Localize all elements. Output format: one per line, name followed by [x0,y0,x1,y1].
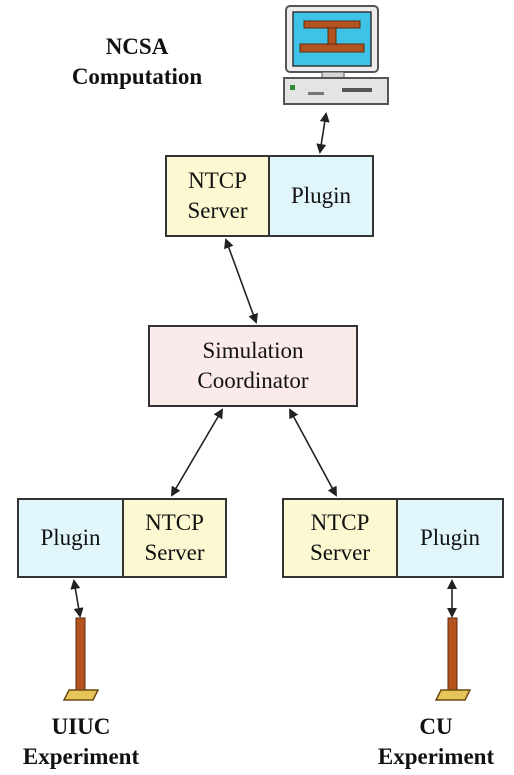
ncsa-computation-label: NCSA Computation [71,34,203,89]
arrow-server-to-coordinator [224,238,258,324]
cu-specimen-column-icon [434,617,472,701]
uiuc-specimen-column-icon [62,617,100,701]
top-plugin-box: Plugin [268,155,374,237]
arrow-computer-to-plugin [316,112,330,154]
left-ntcp-server-box: NTCP Server [122,498,227,578]
arrow-coordinator-to-left [170,408,224,497]
arrow-left-plugin-to-specimen [70,579,84,618]
cu-experiment-label: CU Experiment [377,714,495,769]
arrow-coordinator-to-right [289,408,337,497]
left-plugin-box: Plugin [17,498,124,578]
desktop-computer-icon [280,2,392,114]
simulation-coordinator-box: Simulation Coordinator [148,325,358,407]
uiuc-experiment-label: UIUC Experiment [22,714,140,769]
right-plugin-box: Plugin [396,498,504,578]
